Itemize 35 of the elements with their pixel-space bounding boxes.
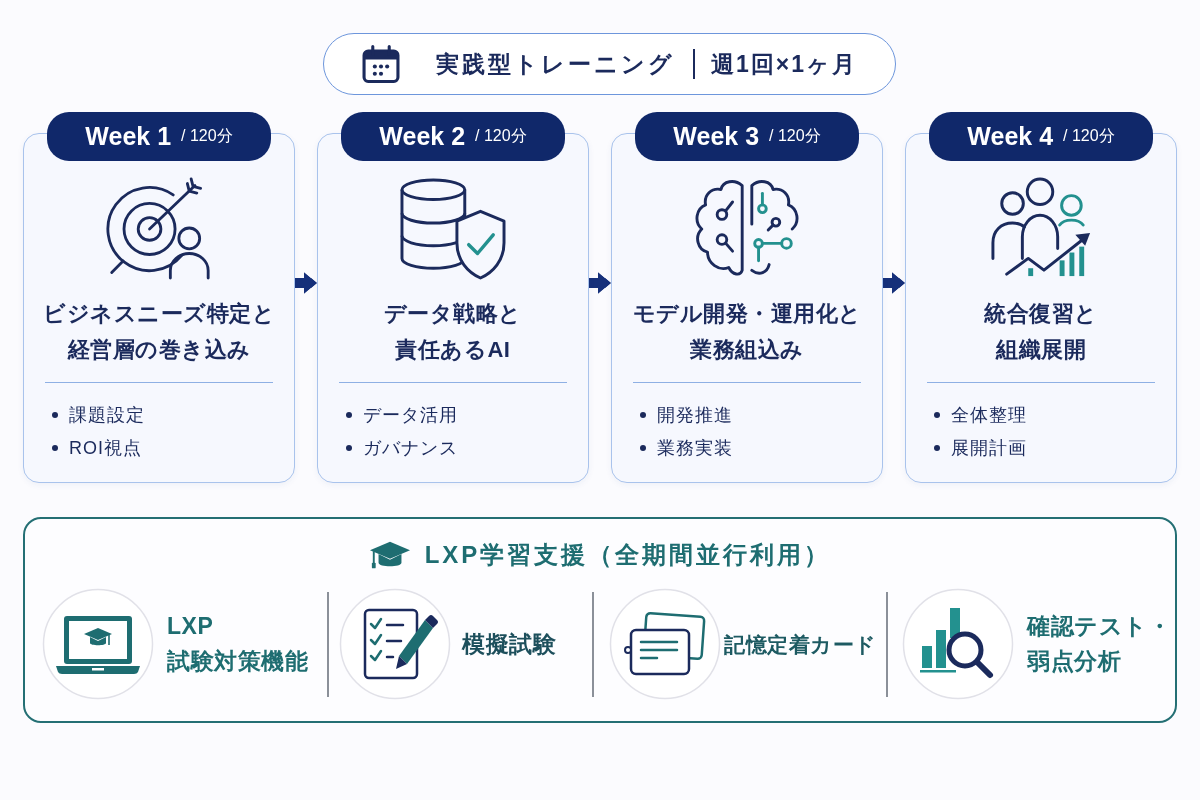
bullet-text: ガバナンス: [363, 436, 458, 460]
duration-label: / 120分: [475, 126, 527, 146]
card-title: モデル開発・運用化と業務組込み: [631, 300, 863, 364]
feature-label: 試験対策機能: [167, 646, 308, 676]
bullet-text: 全体整理: [951, 403, 1027, 427]
arrow: [295, 272, 317, 294]
week-badge: [929, 112, 1153, 161]
week-label: Week 1: [85, 122, 172, 151]
arrow: [589, 272, 611, 294]
duration-label: / 120分: [181, 126, 233, 146]
week-label: Week 4: [967, 122, 1054, 151]
feature-label: 記憶定着カード: [724, 631, 877, 658]
duration-label: / 120分: [769, 126, 821, 146]
week-label: Week 2: [379, 122, 466, 151]
pill-title: 実践型トレーニング: [436, 49, 675, 79]
bullet-text: 展開計画: [951, 436, 1027, 460]
feature-label: 確認テスト・弱点分析: [1027, 612, 1172, 676]
week-badge: [47, 112, 271, 161]
bullet-text: データ活用: [363, 403, 458, 427]
duration-label: / 120分: [1063, 126, 1115, 146]
week-badge: [341, 112, 565, 161]
bullet-text: 課題設定: [69, 403, 145, 427]
week-label: Week 3: [673, 122, 760, 151]
card-title: 統合復習と組織展開: [983, 300, 1099, 364]
card-title: ビジネスニーズ特定と経営層の巻き込み: [42, 300, 276, 364]
panel-title: LXP学習支援（全期間並行利用）: [424, 540, 832, 570]
arrow: [883, 272, 905, 294]
bullet-text: 業務実装: [657, 436, 733, 460]
feature-label: 模擬試験: [462, 629, 556, 659]
feature-label: LXP: [167, 611, 214, 641]
bullet-text: ROI視点: [69, 436, 142, 460]
pill-subtitle: 週1回×1ヶ月: [711, 49, 857, 79]
card-title: データ戦略と責任あるAI: [383, 300, 523, 364]
week-badge: [635, 112, 859, 161]
bullet-text: 開発推進: [657, 403, 733, 427]
